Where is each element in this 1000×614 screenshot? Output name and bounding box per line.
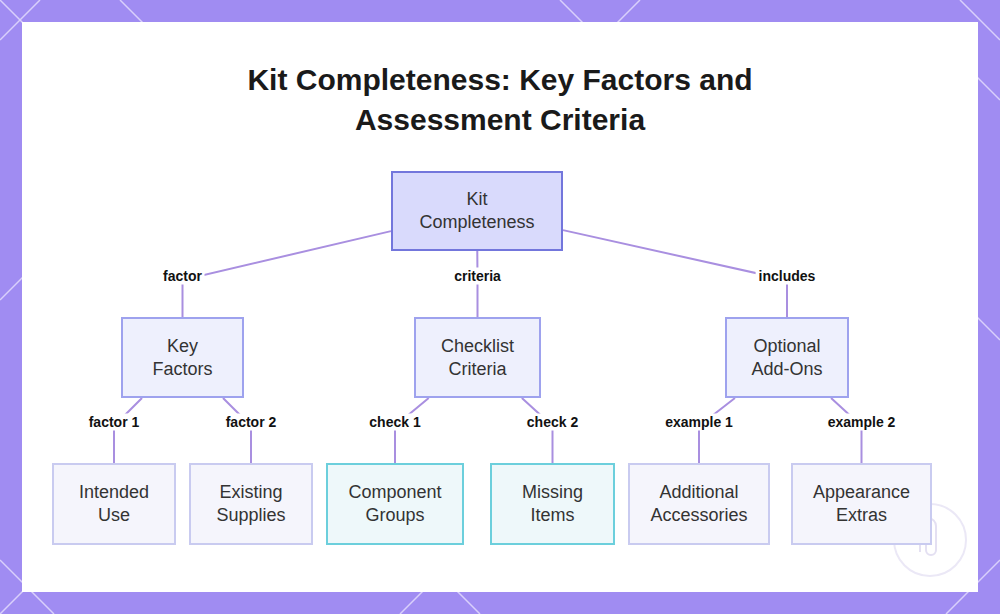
item-box: Existing Supplies (189, 463, 313, 545)
connector-line (223, 398, 251, 463)
category-box: Checklist Criteria (414, 317, 541, 398)
connector-label: factor 2 (223, 414, 280, 431)
node-label: Component Groups (335, 481, 455, 527)
root-box: Kit Completeness (391, 171, 563, 251)
connector-line (522, 398, 553, 463)
node-label: Existing Supplies (201, 481, 301, 527)
connector-label: criteria (451, 268, 504, 285)
item-box: Component Groups (326, 463, 464, 545)
category-box: Optional Add-Ons (725, 317, 849, 398)
item-box: Intended Use (52, 463, 176, 545)
connector-label: check 2 (524, 414, 581, 431)
node-label: Checklist Criteria (428, 335, 528, 381)
node-label: Intended Use (69, 481, 159, 527)
category-box: Key Factors (121, 317, 244, 398)
connector-label: example 2 (825, 414, 899, 431)
connector-label: factor 1 (86, 414, 143, 431)
diagram-title: Kit Completeness: Key Factors and Assess… (200, 60, 800, 140)
item-box: Appearance Extras (791, 463, 932, 545)
node-label: Additional Accessories (639, 481, 759, 527)
node-label: Appearance Extras (807, 481, 917, 527)
item-box: Additional Accessories (628, 463, 770, 545)
connector-line (563, 230, 787, 317)
connector-line (395, 398, 429, 463)
connector-line (183, 231, 392, 317)
node-label: Kit Completeness (417, 188, 537, 234)
connector-line (114, 398, 142, 463)
connector-label: check 1 (366, 414, 423, 431)
item-box: Missing Items (490, 463, 615, 545)
connector-line (699, 398, 735, 463)
node-label: Missing Items (508, 481, 598, 527)
connector-line (831, 398, 861, 463)
connector-label: factor (160, 268, 205, 285)
node-label: Key Factors (143, 335, 223, 381)
node-label: Optional Add-Ons (737, 335, 837, 381)
connector-label: includes (756, 268, 819, 285)
connector-label: example 1 (662, 414, 736, 431)
